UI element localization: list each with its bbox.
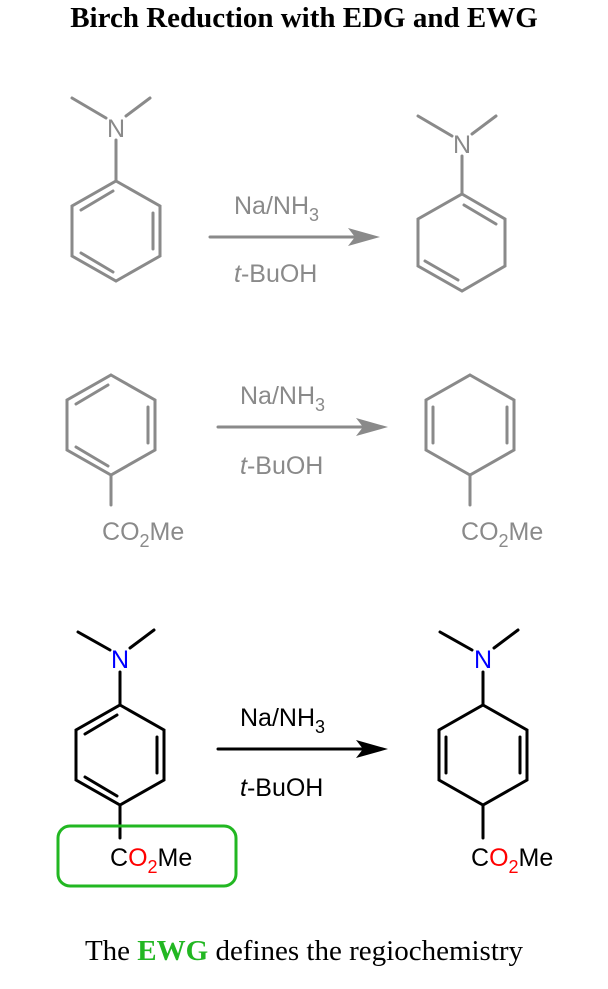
amino-ester-product <box>437 628 529 840</box>
reagent-top-1: Na/NH3 <box>234 192 319 225</box>
reagent-top-3: Na/NH3 <box>240 704 325 737</box>
amine-n-label-1: N <box>107 115 125 143</box>
reagent-top-sub: 3 <box>309 205 319 225</box>
arrowhead-3 <box>356 740 388 758</box>
reagent-top-2: Na/NH3 <box>240 382 325 415</box>
amine-n-label-3: N <box>111 646 129 674</box>
reaction-3 <box>74 628 529 840</box>
ewg-highlight-box <box>56 824 238 888</box>
amino-ester-reactant <box>74 628 166 840</box>
page-title: Birch Reduction with EDG and EWG <box>70 2 538 34</box>
reagent-bottom-italic: t <box>234 260 242 288</box>
amine-n-label-3p: N <box>474 646 492 674</box>
dimethylaniline-reactant <box>70 96 162 283</box>
cyclohexadiene-amine-product <box>416 114 507 293</box>
footer-highlight: EWG <box>137 935 209 967</box>
ester-label-3p: CO2Me <box>471 844 553 877</box>
ester-label-2p: CO2Me <box>461 518 543 551</box>
amine-n-label-1p: N <box>453 131 471 159</box>
cyclohexadiene-ester-product <box>424 373 516 507</box>
reagent-bottom-1: t-BuOH <box>234 260 317 288</box>
reagent-bottom-text: -BuOH <box>241 260 317 288</box>
ester-label-3: CO2Me <box>110 844 192 877</box>
arrowhead-1 <box>348 228 380 246</box>
methyl-benzoate-reactant <box>65 373 157 507</box>
reagent-bottom-2: t-BuOH <box>240 452 323 480</box>
footer-after: defines the regiochemistry <box>215 935 524 967</box>
ester-label-2: CO2Me <box>102 518 184 551</box>
reagent-top-text: Na/NH <box>234 192 309 220</box>
footer-before: The <box>84 935 131 967</box>
arrowhead-2 <box>356 418 388 436</box>
footer-caption: The EWG defines the regiochemistry <box>0 935 608 968</box>
reagent-bottom-3: t-BuOH <box>240 774 323 802</box>
reaction-1 <box>70 96 507 293</box>
reaction-2 <box>65 373 516 507</box>
